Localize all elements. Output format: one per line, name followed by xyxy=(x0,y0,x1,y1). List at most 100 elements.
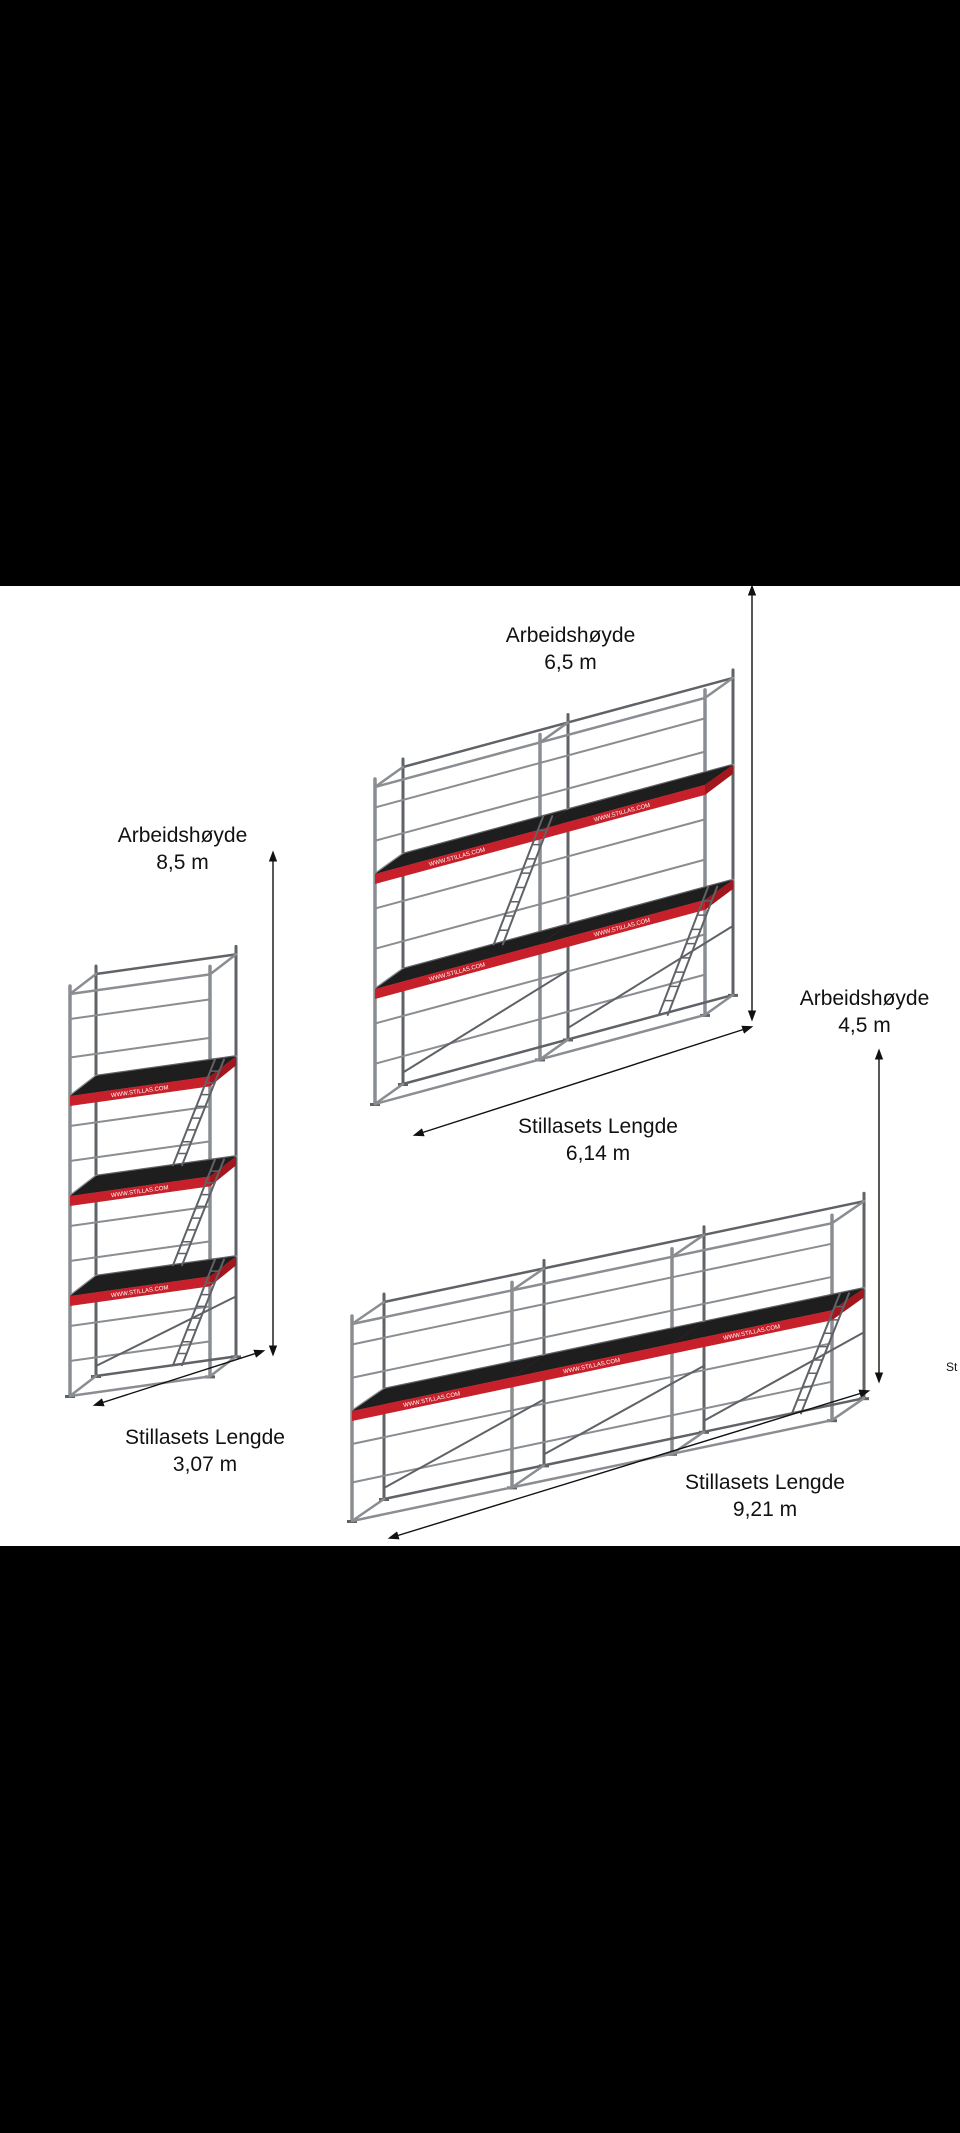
guard-rail xyxy=(69,1205,211,1227)
transom xyxy=(703,993,735,1017)
height-label-long: Arbeidshøyde 4,5 m xyxy=(782,985,947,1039)
toeboard xyxy=(70,1276,210,1306)
ledger xyxy=(401,721,570,769)
ledger xyxy=(373,1058,542,1106)
ledger xyxy=(382,1267,546,1304)
length-dimension-medium xyxy=(412,1025,754,1137)
transom xyxy=(373,1082,405,1106)
deck xyxy=(375,809,568,874)
toeboard xyxy=(672,1310,832,1354)
transom xyxy=(373,765,405,789)
ledger xyxy=(373,741,542,789)
transom xyxy=(68,972,98,996)
toeboard-end xyxy=(705,764,733,795)
ladder xyxy=(492,815,554,946)
ledger xyxy=(542,1233,706,1270)
ladder xyxy=(657,885,719,1016)
guard-rail xyxy=(539,973,706,1021)
length-label-small: Stillasets Lengde 3,07 m xyxy=(100,1424,310,1478)
height-value: 6,5 m xyxy=(544,651,597,674)
deck xyxy=(70,1056,236,1096)
ledger xyxy=(538,696,707,744)
transom xyxy=(350,1497,386,1523)
guard-rail xyxy=(69,1140,211,1162)
diagonal-brace xyxy=(95,1295,237,1367)
toeboard xyxy=(70,1176,210,1206)
guard-rail xyxy=(374,1018,541,1065)
length-label-long: Stillasets Lengde 9,21 m xyxy=(660,1469,870,1523)
deck xyxy=(70,1256,236,1296)
diagonal-brace xyxy=(703,1331,865,1422)
deck xyxy=(512,1321,704,1378)
height-value: 4,5 m xyxy=(838,1014,891,1037)
ladder xyxy=(172,1158,225,1267)
height-value: 8,5 m xyxy=(156,851,209,874)
ledger xyxy=(566,993,735,1041)
toeboard-end xyxy=(832,1288,864,1321)
deck xyxy=(540,764,733,830)
toeboard xyxy=(540,899,705,955)
guard-rail xyxy=(671,1342,833,1378)
transom xyxy=(510,1267,546,1292)
diagonal-brace xyxy=(567,924,734,1029)
guard-rail xyxy=(374,761,541,809)
toeboard xyxy=(540,784,705,840)
guard-rail xyxy=(69,998,211,1020)
guard-rail xyxy=(69,1305,211,1327)
ledger xyxy=(94,1055,238,1078)
guard-rail xyxy=(511,1309,673,1346)
ledger xyxy=(538,1013,707,1061)
ledger xyxy=(670,1221,834,1259)
height-label-small: Arbeidshøyde 8,5 m xyxy=(100,822,265,876)
transom xyxy=(68,1374,98,1398)
guard-rail xyxy=(671,1275,833,1312)
ledger xyxy=(350,1289,514,1326)
diagonal-brace xyxy=(543,1364,705,1456)
length-title: Stillasets Lengde xyxy=(685,1471,845,1494)
guard-rail xyxy=(351,1309,513,1346)
height-title: Arbeidshøyde xyxy=(799,987,930,1010)
scaffold-medium: WWW.STILLAS.COMWWW.STILLAS.COMWWW.STILLA… xyxy=(370,668,738,1106)
length-title: Stillasets Lengde xyxy=(518,1115,678,1138)
length-value: 3,07 m xyxy=(172,1453,238,1476)
diagonal-brace xyxy=(383,1398,545,1489)
guard-rail xyxy=(539,717,706,764)
length-dimension-small xyxy=(92,1349,266,1407)
guard-rail xyxy=(374,862,541,910)
clipped-edge-text: St xyxy=(946,1360,958,1374)
ledger xyxy=(702,1199,866,1237)
toeboard xyxy=(512,1343,672,1388)
length-dimension-long xyxy=(387,1389,871,1540)
guard-rail xyxy=(374,795,541,842)
guard-rail xyxy=(374,903,541,950)
length-value: 9,21 m xyxy=(732,1498,798,1521)
guard-rail xyxy=(69,1036,211,1059)
deck xyxy=(672,1288,864,1344)
deck xyxy=(375,924,568,989)
guard-rail xyxy=(539,818,706,865)
ledger xyxy=(566,676,735,724)
guard-rail xyxy=(69,1240,211,1262)
ledger xyxy=(94,953,238,976)
length-value: 6,14 m xyxy=(565,1142,631,1165)
scaffold-drawing: WWW.STILLAS.COMWWW.STILLAS.COMWWW.STILLA… xyxy=(65,586,884,1540)
length-title: Stillasets Lengde xyxy=(125,1426,285,1449)
guard-rail xyxy=(374,977,541,1025)
transom xyxy=(703,676,735,700)
toeboard xyxy=(375,829,540,884)
toeboard xyxy=(70,1076,210,1106)
scaffold-small: WWW.STILLAS.COMWWW.STILLAS.COMWWW.STILLA… xyxy=(65,944,241,1398)
ledger xyxy=(68,973,212,996)
deck xyxy=(70,1156,236,1196)
guard-rail xyxy=(69,1105,211,1127)
ledger xyxy=(401,1038,570,1086)
height-title: Arbeidshøyde xyxy=(505,624,636,647)
transom xyxy=(350,1300,386,1326)
transom xyxy=(208,953,238,976)
length-label-medium: Stillasets Lengde 6,14 m xyxy=(493,1113,703,1167)
ledger xyxy=(510,1255,674,1292)
guard-rail xyxy=(539,750,706,798)
deck xyxy=(540,879,733,945)
transom xyxy=(538,721,570,744)
